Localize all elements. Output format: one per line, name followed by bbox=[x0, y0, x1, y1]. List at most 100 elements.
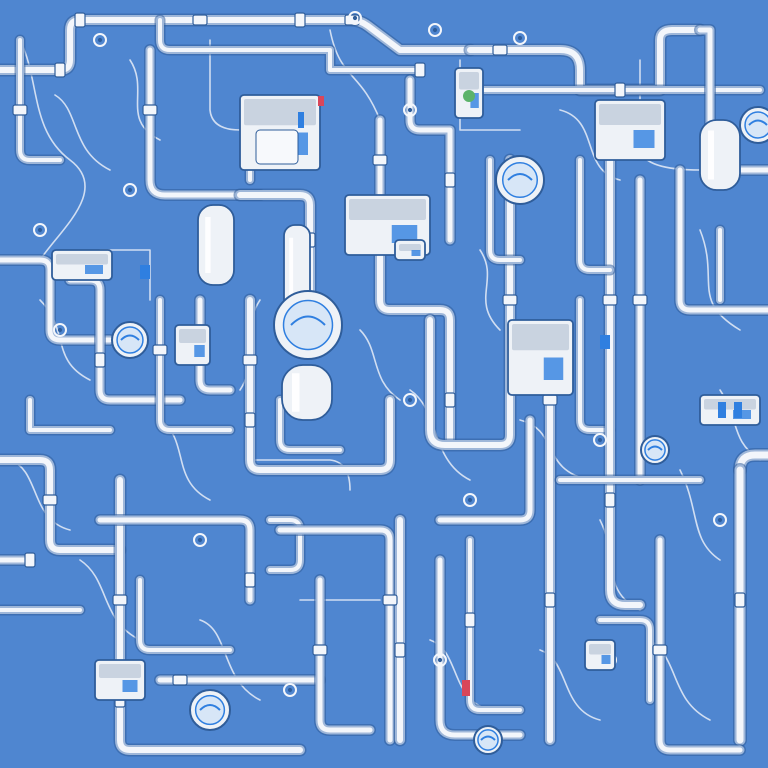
heat-exchanger-right bbox=[507, 319, 574, 396]
valve-hub bbox=[432, 27, 438, 33]
pipe-outline bbox=[314, 574, 376, 736]
lower-center-pipe bbox=[274, 524, 396, 746]
pipe-coupling bbox=[544, 592, 556, 608]
center-u-pipe bbox=[373, 243, 457, 447]
center-loop-pipe bbox=[423, 153, 517, 452]
tank-window bbox=[744, 111, 768, 139]
pipe-coupling bbox=[542, 394, 558, 406]
machine-panel bbox=[399, 244, 421, 251]
valve-hub bbox=[467, 497, 473, 503]
left-bottom-loop-pipe bbox=[0, 453, 127, 557]
tank-fan bbox=[507, 173, 533, 181]
lower-center-drop-pipe bbox=[314, 574, 376, 736]
machine-panel bbox=[512, 324, 569, 351]
thin-tube bbox=[479, 249, 501, 331]
small-pump-left bbox=[111, 321, 149, 359]
pipe-outline bbox=[134, 574, 236, 656]
sensor-blue-a bbox=[718, 402, 726, 418]
cylinder-body bbox=[197, 204, 235, 286]
pipe-body bbox=[237, 192, 313, 303]
pipe-coupling bbox=[54, 62, 66, 78]
thin-tube bbox=[19, 39, 86, 261]
valve-wheel bbox=[348, 11, 362, 25]
pipe-coupling bbox=[294, 12, 306, 28]
pipe-coupling bbox=[394, 642, 406, 658]
tank-fan bbox=[290, 315, 326, 326]
upper-left-drop-pipe bbox=[144, 44, 266, 201]
valve-wheel bbox=[33, 223, 47, 237]
blue-marker-left bbox=[140, 265, 150, 279]
small-pump-right bbox=[640, 435, 670, 465]
valve-wheel bbox=[593, 433, 607, 447]
machine-panel bbox=[99, 664, 141, 678]
valve-wheel bbox=[283, 683, 297, 697]
tank-window bbox=[501, 161, 539, 199]
pipe-coupling bbox=[112, 594, 128, 606]
pipe-coupling bbox=[734, 592, 746, 608]
valve-wheel-icon bbox=[283, 683, 297, 697]
machine-indicator bbox=[470, 93, 479, 108]
valve-wheel bbox=[433, 653, 447, 667]
control-box-left bbox=[174, 324, 211, 366]
pipe-shadow bbox=[655, 535, 745, 755]
lower-center-loop-pipe bbox=[243, 293, 397, 477]
lower-left-header-pipe bbox=[94, 514, 256, 606]
pipe-body bbox=[0, 257, 113, 343]
tank-fan bbox=[647, 445, 663, 451]
blue-indicator bbox=[298, 112, 304, 128]
valve-wheel-icon bbox=[593, 433, 607, 447]
right-column-pipe-b bbox=[603, 143, 647, 612]
pipe-body bbox=[158, 298, 232, 432]
pipe-coupling bbox=[444, 172, 456, 188]
pipe-body bbox=[578, 298, 612, 432]
center-drop-pipe bbox=[233, 188, 317, 307]
machine-indicator bbox=[601, 655, 611, 664]
pipe-outline bbox=[654, 534, 746, 756]
left-center-riser-pipe bbox=[194, 294, 236, 396]
pipe-body bbox=[427, 157, 513, 448]
red-marker-bottom bbox=[462, 680, 470, 696]
pipe-outline bbox=[24, 394, 116, 436]
pipe-coupling bbox=[464, 612, 476, 628]
pipe-body bbox=[578, 158, 612, 272]
valve-wheel-icon bbox=[713, 513, 727, 527]
pipe-body bbox=[28, 398, 112, 432]
pressure-vessel-edge bbox=[739, 106, 768, 144]
pipe-body bbox=[97, 517, 253, 603]
right-upper-loop-pipe bbox=[674, 164, 768, 316]
tank-fan bbox=[480, 735, 496, 741]
thin-tube bbox=[99, 249, 151, 301]
valve-wheel-icon bbox=[93, 33, 107, 47]
machine-indicator bbox=[122, 680, 138, 692]
pipe-body bbox=[158, 18, 422, 72]
gauge-box-center bbox=[394, 239, 426, 261]
right-column-branch-pipe bbox=[574, 294, 616, 436]
tank-window bbox=[116, 326, 144, 354]
pipe-shadow bbox=[16, 36, 64, 164]
valve-wheel bbox=[193, 533, 207, 547]
pipe-body bbox=[18, 38, 62, 162]
thin-tube bbox=[209, 39, 241, 131]
pipe-body bbox=[598, 618, 652, 702]
sensor-bank-right bbox=[699, 394, 761, 426]
thin-tube bbox=[79, 559, 141, 641]
boiler-unit-top-right bbox=[594, 99, 666, 161]
valve-hub bbox=[57, 327, 63, 333]
valve-wheel-icon bbox=[513, 31, 527, 45]
valve-wheel-icon bbox=[33, 223, 47, 237]
valve-wheel bbox=[463, 493, 477, 507]
pipe-body bbox=[277, 527, 393, 743]
bottom-pump-left bbox=[189, 689, 231, 731]
pipe-shadow bbox=[315, 575, 375, 735]
valve-hub bbox=[407, 397, 413, 403]
pipe-coupling bbox=[172, 674, 188, 686]
thin-tube bbox=[199, 619, 261, 701]
pipe-body bbox=[607, 147, 643, 608]
valve-wheel bbox=[713, 513, 727, 527]
machine-indicator bbox=[543, 357, 564, 380]
valve-wheel-icon bbox=[433, 653, 447, 667]
bottom-right-pipe bbox=[654, 534, 746, 756]
machine-panel bbox=[244, 99, 316, 126]
thin-tube bbox=[699, 229, 741, 331]
pipe-coupling bbox=[242, 354, 258, 366]
